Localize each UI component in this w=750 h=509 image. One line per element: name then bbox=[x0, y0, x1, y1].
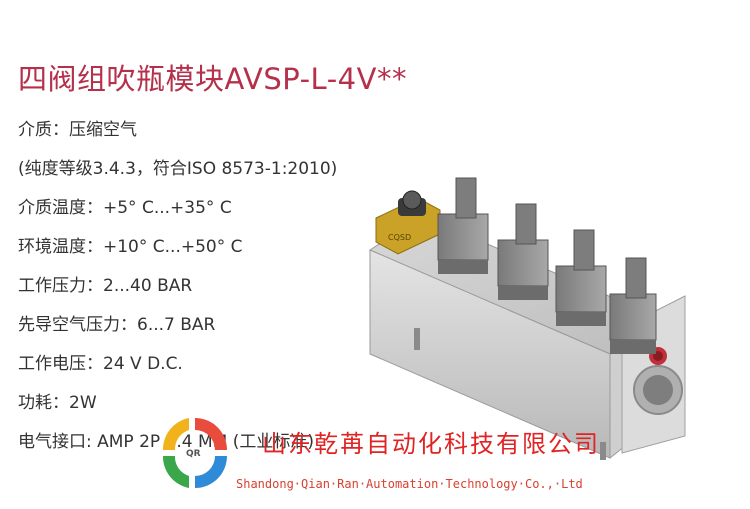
spec-pilot-pressure: 先导空气压力：6...7 BAR bbox=[18, 315, 216, 335]
spec-power: 功耗：2W bbox=[18, 393, 97, 413]
company-logo: QR bbox=[155, 412, 235, 494]
company-name-cn: 山东乾苒自动化科技有限公司 bbox=[262, 430, 600, 458]
spec-medium: 介质：压缩空气 bbox=[18, 120, 137, 140]
valve-manifold-image: CQSD bbox=[360, 168, 700, 463]
page-title: 四阀组吹瓶模块AVSP-L-4V** bbox=[18, 62, 407, 96]
company-name-en: Shandong·Qian·Ran·Automation·Technology·… bbox=[236, 477, 583, 491]
spec-ambient-temperature: 环境温度：+10° C...+50° C bbox=[18, 237, 243, 257]
connector-badge: CQSD bbox=[388, 233, 411, 242]
spec-working-pressure: 工作压力：2...40 BAR bbox=[18, 276, 193, 296]
spec-voltage: 工作电压：24 V D.C. bbox=[18, 354, 183, 374]
spec-purity: (纯度等级3.4.3，符合ISO 8573-1:2010) bbox=[18, 159, 338, 179]
logo-text: QR bbox=[186, 449, 201, 459]
spec-medium-temperature: 介质温度：+5° C...+35° C bbox=[18, 198, 232, 218]
